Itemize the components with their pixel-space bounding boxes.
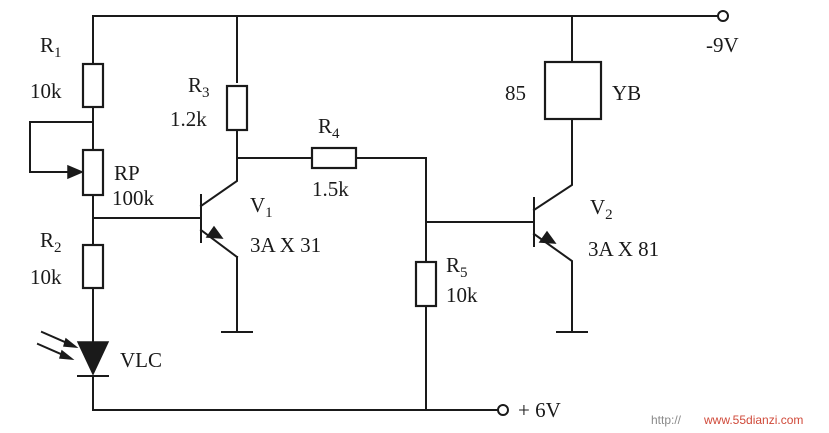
r2-label: R2 xyxy=(40,228,62,256)
yb-label: YB xyxy=(612,81,641,105)
transistor-v2 xyxy=(532,180,573,266)
v1-part: 3A X 31 xyxy=(250,233,321,257)
transistor-v1 xyxy=(199,157,239,259)
v2-label: V2 xyxy=(590,195,613,223)
resistor-r2 xyxy=(81,243,105,290)
vlc-label: VLC xyxy=(120,348,162,372)
resistor-r4 xyxy=(310,146,358,170)
watermark-prefix: http:// xyxy=(651,413,682,427)
watermark-site: www.55dianzi.com xyxy=(703,413,803,427)
negative-supply-label: -9V xyxy=(706,33,739,57)
potentiometer-rp xyxy=(81,148,105,197)
rp-value: 100k xyxy=(112,186,155,210)
r3-label: R3 xyxy=(188,73,210,101)
r3-value: 1.2k xyxy=(170,107,207,131)
r4-value: 1.5k xyxy=(312,177,349,201)
r4-label: R4 xyxy=(318,114,340,142)
r1-label: R1 xyxy=(40,33,62,61)
resistor-r3 xyxy=(225,84,249,132)
relay-yb xyxy=(543,60,603,121)
negative-terminal xyxy=(717,10,729,22)
rp-label: RP xyxy=(114,161,140,185)
positive-terminal xyxy=(497,404,509,416)
r5-value: 10k xyxy=(446,283,478,307)
v2-part: 3A X 81 xyxy=(588,237,659,261)
r2-value: 10k xyxy=(30,265,62,289)
positive-supply-label: + 6V xyxy=(518,398,561,422)
resistor-r1 xyxy=(81,62,105,109)
wires xyxy=(29,15,719,411)
photodiode-vlc xyxy=(36,330,110,377)
r1-value: 10k xyxy=(30,79,62,103)
wiper-arrow-icon xyxy=(67,164,84,180)
yb-pin-label: 85 xyxy=(505,81,526,105)
r5-label: R5 xyxy=(446,253,468,281)
v1-label: V1 xyxy=(250,193,273,221)
resistor-r5 xyxy=(414,260,438,308)
